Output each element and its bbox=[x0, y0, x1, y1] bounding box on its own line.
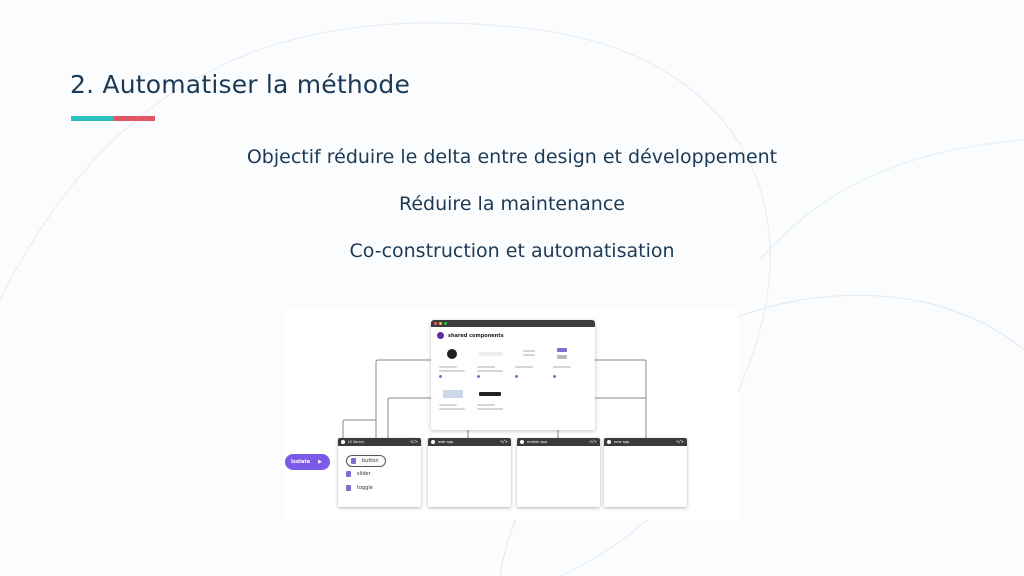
main-window-title: shared components bbox=[448, 332, 504, 339]
github-icon bbox=[607, 440, 611, 444]
component-card bbox=[475, 344, 509, 380]
bullet-coconstruction: Co-construction et automatisation bbox=[349, 240, 675, 262]
code-icon: </> bbox=[675, 439, 684, 444]
maximize-dot-icon bbox=[444, 322, 447, 325]
window-titlebar bbox=[431, 320, 595, 327]
window-titlebar: web app </> bbox=[428, 438, 511, 446]
close-dot-icon bbox=[434, 322, 437, 325]
architecture-figure: shared components bbox=[285, 308, 738, 520]
github-icon bbox=[341, 440, 345, 444]
component-card bbox=[475, 388, 509, 424]
isolate-label: Isolate bbox=[291, 459, 311, 465]
code-icon: </> bbox=[409, 439, 418, 444]
file-icon bbox=[346, 471, 351, 477]
component-card bbox=[437, 388, 471, 424]
org-logo-icon bbox=[437, 332, 444, 339]
tree-connectors bbox=[342, 359, 647, 438]
bullet-list: Objectif réduire le delta entre design e… bbox=[0, 145, 1024, 286]
accent-bar-teal bbox=[71, 116, 114, 121]
file-icon bbox=[351, 458, 356, 464]
window-titlebar: UI library </> bbox=[338, 438, 421, 446]
window-titlebar: mobile app </> bbox=[517, 438, 600, 446]
component-card bbox=[513, 344, 547, 380]
component-card bbox=[551, 344, 585, 380]
code-icon: </> bbox=[588, 439, 597, 444]
ui-library-window: UI library </> button slider toggle bbox=[338, 438, 421, 507]
library-item-toggle[interactable]: toggle bbox=[346, 483, 373, 493]
window-label: UI library bbox=[348, 440, 365, 444]
library-item-button[interactable]: button bbox=[346, 455, 386, 467]
code-icon: </> bbox=[499, 439, 508, 444]
bullet-maintenance: Réduire la maintenance bbox=[399, 193, 625, 215]
window-titlebar: new app </> bbox=[604, 438, 687, 446]
minimize-dot-icon bbox=[439, 322, 442, 325]
component-card bbox=[437, 344, 471, 380]
window-label: mobile app bbox=[527, 440, 548, 444]
bullet-objective: Objectif réduire le delta entre design e… bbox=[246, 146, 778, 168]
shared-components-window: shared components bbox=[431, 320, 595, 430]
github-icon bbox=[431, 440, 435, 444]
slide-title: 2. Automatiser la méthode bbox=[70, 70, 411, 99]
avatar-illustration-icon bbox=[447, 349, 457, 359]
web-app-window: web app </> bbox=[428, 438, 511, 507]
new-app-window: new app </> bbox=[604, 438, 687, 507]
play-icon: ▶ bbox=[318, 459, 322, 465]
mobile-app-window: mobile app </> bbox=[517, 438, 600, 507]
accent-bar-red bbox=[114, 116, 155, 121]
window-label: new app bbox=[614, 440, 630, 444]
isolate-button[interactable]: Isolate ▶ bbox=[285, 454, 330, 470]
library-item-slider[interactable]: slider bbox=[346, 469, 371, 479]
file-icon bbox=[346, 485, 351, 491]
github-icon bbox=[520, 440, 524, 444]
window-label: web app bbox=[438, 440, 454, 444]
